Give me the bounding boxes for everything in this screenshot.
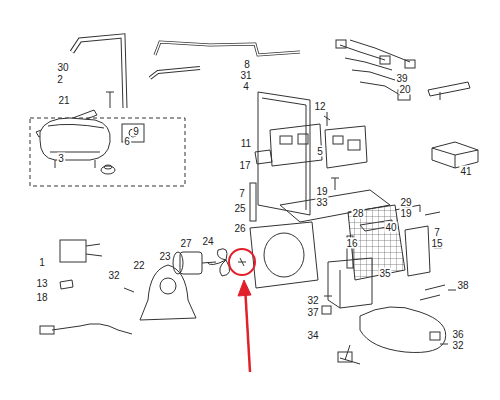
callout-number: 6	[123, 136, 131, 147]
callout-number: 32	[306, 295, 319, 306]
callout-number: 24	[201, 236, 214, 247]
callout-number: 22	[132, 260, 145, 271]
callout-number: 33	[315, 197, 328, 208]
callout-number: 19	[399, 208, 412, 219]
callout-number: 40	[384, 222, 397, 233]
callout-number: 26	[233, 223, 246, 234]
callout-number: 17	[238, 160, 251, 171]
callout-number: 9	[132, 126, 140, 137]
callout-number: 29	[399, 197, 412, 208]
callout-number: 11	[240, 138, 252, 149]
callout-number: 2	[56, 74, 64, 85]
callout-number: 5	[316, 146, 324, 157]
callout-number: 7	[238, 188, 246, 199]
callout-number: 8	[243, 59, 251, 70]
callout-number: 30	[56, 62, 69, 73]
callout-number: 25	[233, 203, 246, 214]
callout-number: 34	[306, 330, 319, 341]
callout-number: 32	[107, 270, 120, 281]
callout-number: 12	[313, 101, 326, 112]
callout-number: 27	[179, 238, 192, 249]
callout-number: 1	[38, 257, 46, 268]
callout-number: 7	[433, 227, 441, 238]
callout-number: 31	[239, 70, 252, 81]
callout-number: 18	[35, 292, 48, 303]
callout-number: 16	[345, 238, 358, 249]
callout-number: 41	[459, 166, 472, 177]
callout-number: 13	[35, 278, 48, 289]
callout-number: 4	[242, 81, 250, 92]
callout-number: 20	[398, 84, 411, 95]
callout-number: 28	[351, 208, 364, 219]
callout-number: 39	[395, 73, 408, 84]
callout-number: 23	[158, 251, 171, 262]
callout-number: 21	[57, 95, 70, 106]
callout-number: 3	[57, 153, 65, 164]
callout-number: 36	[451, 329, 464, 340]
callout-number: 32	[451, 340, 464, 351]
callout-number: 35	[378, 268, 391, 279]
callout-number: 38	[456, 280, 469, 291]
callout-number: 19	[315, 186, 328, 197]
callout-number: 15	[430, 238, 443, 249]
callout-number: 37	[306, 307, 319, 318]
